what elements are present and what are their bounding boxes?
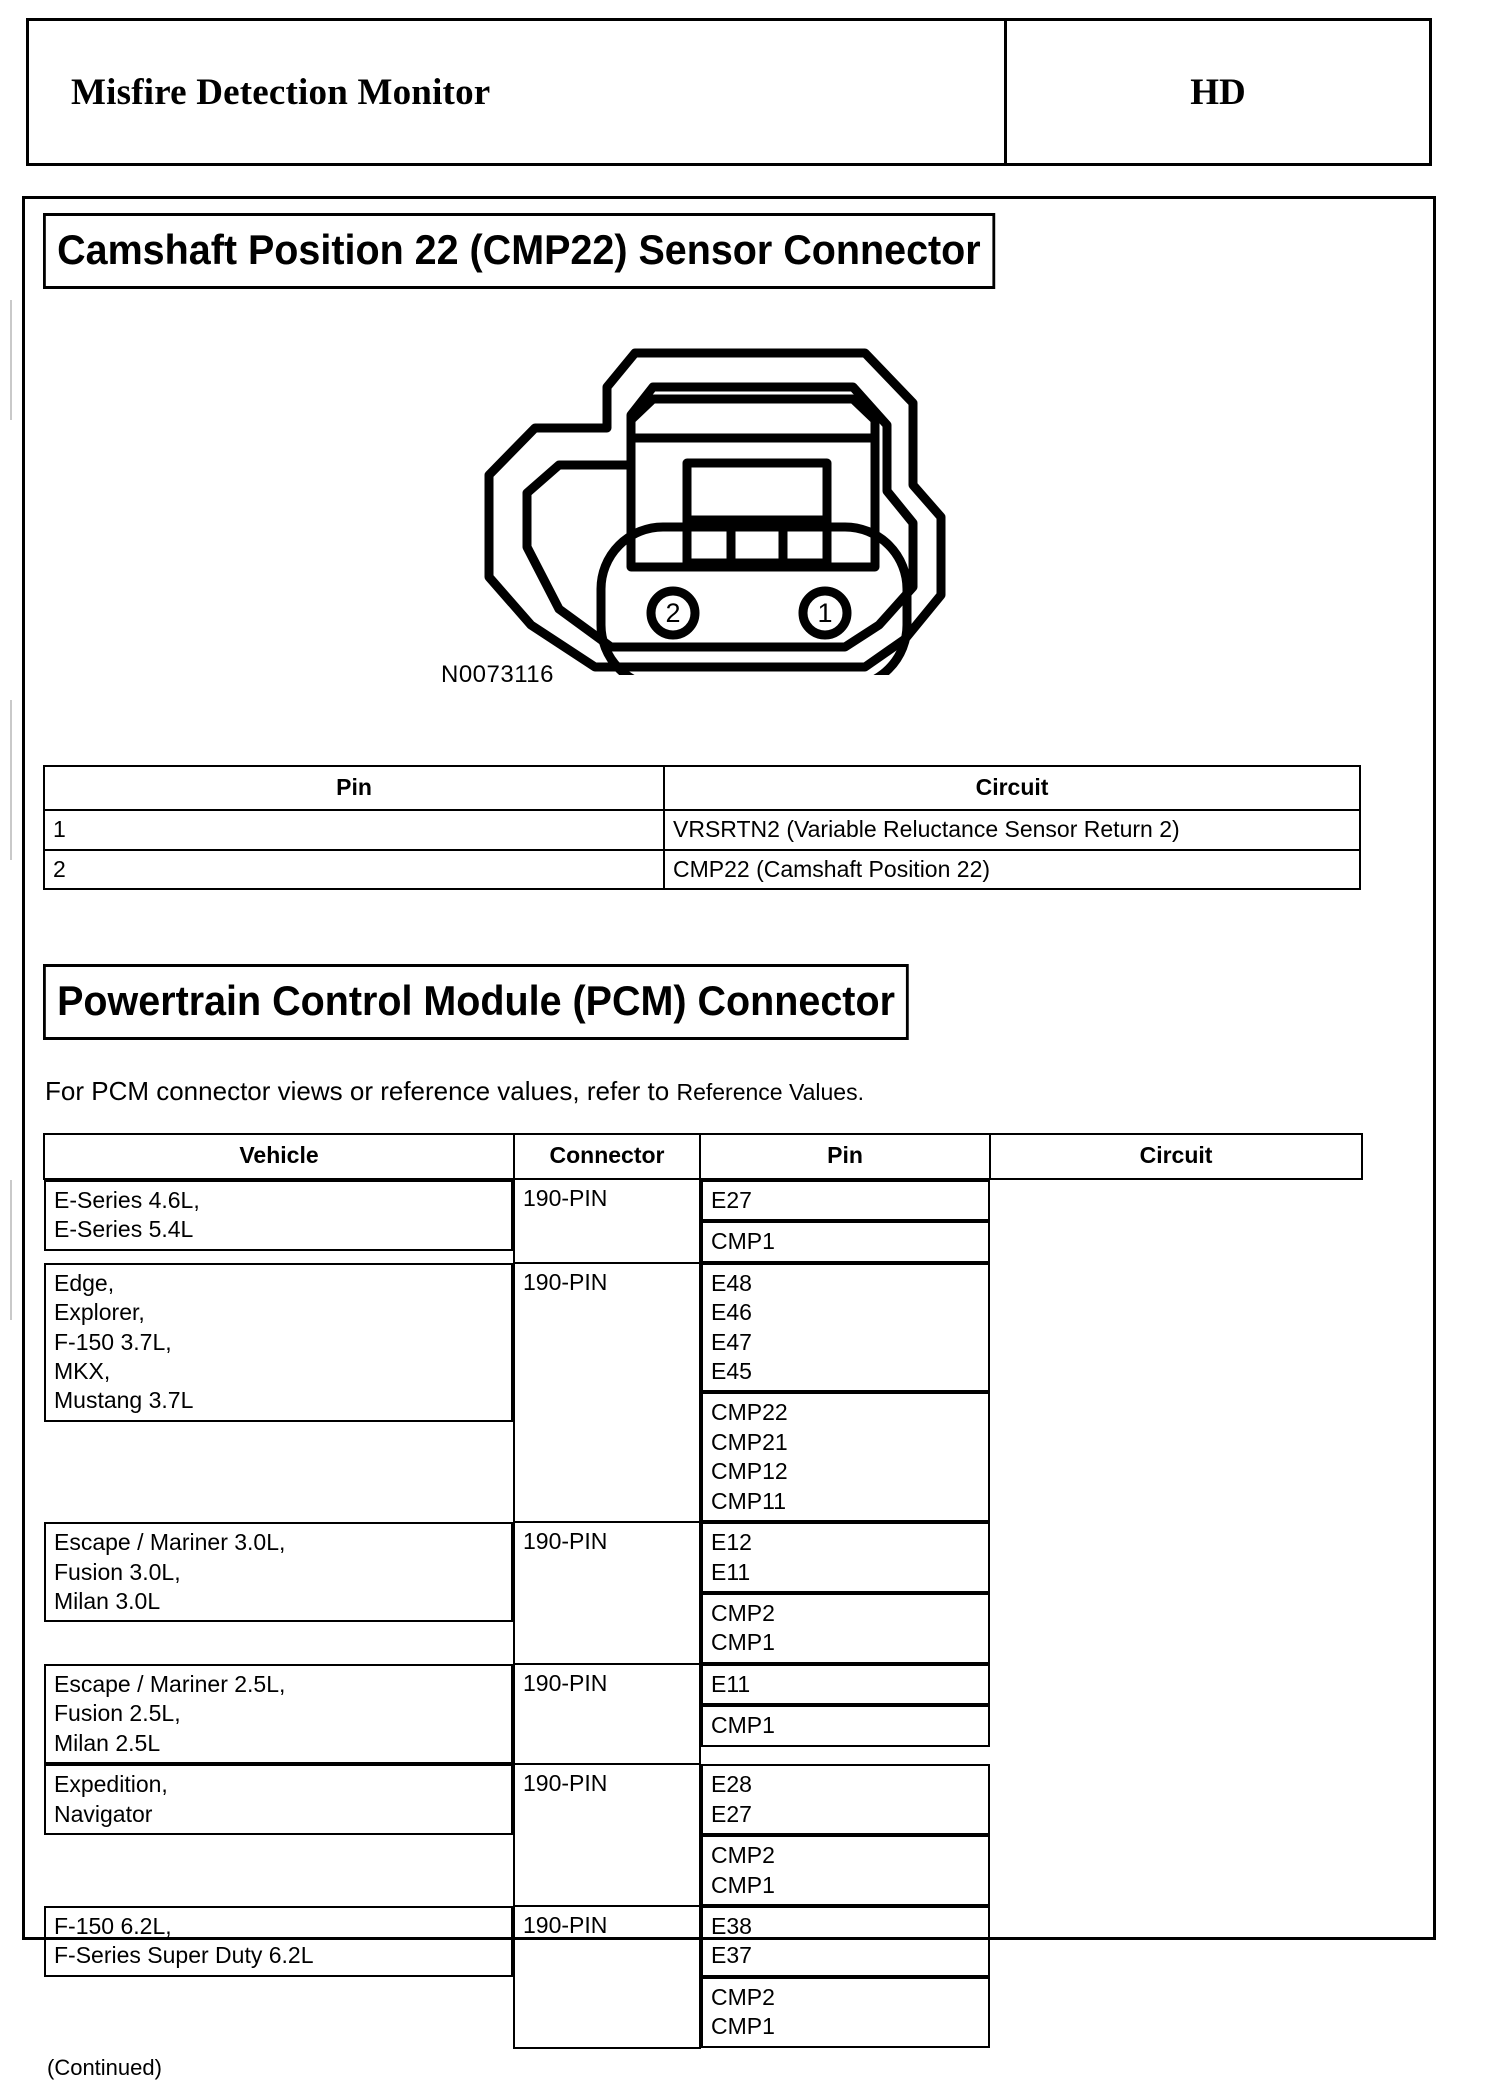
cell-circuit: CMP1 xyxy=(701,1221,990,1263)
scan-artifact-gutter-3 xyxy=(10,1180,12,1320)
cell-pin: E11 xyxy=(701,1663,990,1706)
column-header-pin: Pin xyxy=(43,764,665,812)
cell-pin: 1 xyxy=(43,809,665,851)
section-title-cmp22-connector: Camshaft Position 22 (CMP22) Sensor Conn… xyxy=(43,213,995,289)
cell-vehicle: Edge, Explorer, F-150 3.7L, MKX, Mustang… xyxy=(44,1262,513,1422)
connector-second-shell-path xyxy=(522,382,918,652)
cell-connector: 190-PIN xyxy=(513,1177,701,1264)
connector-diagram-area: 2 1 N0073116 xyxy=(43,289,1403,759)
cell-circuit: CMP22 CMP21 CMP12 CMP11 xyxy=(701,1392,990,1523)
cell-circuit: CMP2 CMP1 xyxy=(701,1835,990,1906)
column-header-circuit: Circuit xyxy=(663,764,1361,812)
table-row: E-Series 4.6L, E-Series 5.4L 190-PIN E27… xyxy=(44,1177,1362,1264)
cell-pin: E27 xyxy=(701,1179,990,1222)
table-row: Edge, Explorer, F-150 3.7L, MKX, Mustang… xyxy=(44,1261,1362,1524)
table-row: 2 CMP22 (Camshaft Position 22) xyxy=(43,848,1361,891)
cell-pin: 2 xyxy=(43,848,665,891)
section-spacer xyxy=(43,890,1403,964)
connector-latch-block xyxy=(626,394,880,572)
table-header-row: Pin Circuit xyxy=(43,764,1361,812)
connector-pin-2-label: 2 xyxy=(665,598,680,628)
content-frame: Camshaft Position 22 (CMP22) Sensor Conn… xyxy=(22,196,1436,2080)
scan-artifact-gutter-1 xyxy=(10,300,12,420)
cell-vehicle: Expedition, Navigator xyxy=(44,1764,513,1836)
cell-circuit: CMP2 CMP1 xyxy=(701,1976,990,2048)
cell-pin: E48 E46 E47 E45 xyxy=(701,1262,990,1393)
column-header-connector: Connector xyxy=(513,1133,701,1180)
cell-connector: 190-PIN xyxy=(513,1763,701,1907)
page-header-code-cell: HD xyxy=(1007,21,1429,163)
pcm-note-reference-link[interactable]: Reference Values. xyxy=(676,1079,864,1106)
cell-pin: E12 E11 xyxy=(701,1522,990,1593)
page-title: Misfire Detection Monitor xyxy=(71,71,491,113)
pcm-connector-table: Vehicle Connector Pin Circuit E-Series 4… xyxy=(43,1133,1363,2049)
scan-artifact-gutter-2 xyxy=(10,700,12,860)
pcm-note-text: For PCM connector views or reference val… xyxy=(45,1076,677,1107)
cell-pin: E28 E27 xyxy=(701,1764,990,1836)
cell-connector: 190-PIN xyxy=(513,1261,701,1524)
table-row: Escape / Mariner 2.5L, Fusion 2.5L, Mila… xyxy=(44,1662,1362,1766)
column-header-vehicle: Vehicle xyxy=(43,1133,515,1180)
connector-pin-2-circle xyxy=(646,586,700,640)
cell-vehicle: Escape / Mariner 3.0L, Fusion 3.0L, Mila… xyxy=(44,1522,513,1623)
connector-part-number: N0073116 xyxy=(441,661,554,688)
cell-pin: E38 E37 xyxy=(701,1905,990,1977)
connector-key-window xyxy=(682,458,832,568)
cell-connector: 190-PIN xyxy=(513,1904,701,2049)
section-title-pcm-connector: Powertrain Control Module (PCM) Connecto… xyxy=(43,964,910,1041)
table-header-row: Vehicle Connector Pin Circuit xyxy=(43,1133,1363,1180)
cell-connector: 190-PIN xyxy=(513,1521,701,1665)
page-code-badge: HD xyxy=(1190,71,1246,113)
connector-pin-1-label: 1 xyxy=(817,598,832,628)
cmp22-connector-illustration: 2 1 xyxy=(484,348,946,675)
table-row: Escape / Mariner 3.0L, Fusion 3.0L, Mila… xyxy=(44,1521,1362,1665)
column-header-pin: Pin xyxy=(699,1133,991,1180)
column-header-circuit: Circuit xyxy=(989,1133,1363,1180)
cell-vehicle: E-Series 4.6L, E-Series 5.4L xyxy=(44,1179,513,1251)
pcm-reference-note: For PCM connector views or reference val… xyxy=(45,1076,1403,1107)
connector-body-face xyxy=(596,522,912,675)
connector-pin-1-circle xyxy=(798,586,852,640)
cell-circuit: CMP2 CMP1 xyxy=(701,1593,990,1664)
cell-connector: 190-PIN xyxy=(513,1662,701,1766)
cell-circuit: VRSRTN2 (Variable Reluctance Sensor Retu… xyxy=(663,809,1361,851)
pin-circuit-table: Pin Circuit 1 VRSRTN2 (Variable Reluctan… xyxy=(43,764,1361,891)
cell-circuit: CMP22 (Camshaft Position 22) xyxy=(663,848,1361,891)
content-inner: Camshaft Position 22 (CMP22) Sensor Conn… xyxy=(43,213,1403,2081)
page-header-title-cell: Misfire Detection Monitor xyxy=(29,21,1007,163)
cell-vehicle: Escape / Mariner 2.5L, Fusion 2.5L, Mila… xyxy=(44,1663,513,1765)
cell-vehicle: F-150 6.2L, F-Series Super Duty 6.2L xyxy=(44,1905,513,1977)
connector-outer-shell-path xyxy=(484,348,946,672)
table-row: 1 VRSRTN2 (Variable Reluctance Sensor Re… xyxy=(43,809,1361,851)
pin-circuit-table-wrap: Pin Circuit 1 VRSRTN2 (Variable Reluctan… xyxy=(43,764,1403,891)
page-header-bar: Misfire Detection Monitor HD xyxy=(26,18,1432,166)
table-continued-label: (Continued) xyxy=(47,2054,162,2080)
table-row: F-150 6.2L, F-Series Super Duty 6.2L 190… xyxy=(44,1904,1362,2049)
cell-circuit: CMP1 xyxy=(701,1705,990,1747)
table-row: Expedition, Navigator 190-PIN E28 E27 CM… xyxy=(44,1763,1362,1907)
